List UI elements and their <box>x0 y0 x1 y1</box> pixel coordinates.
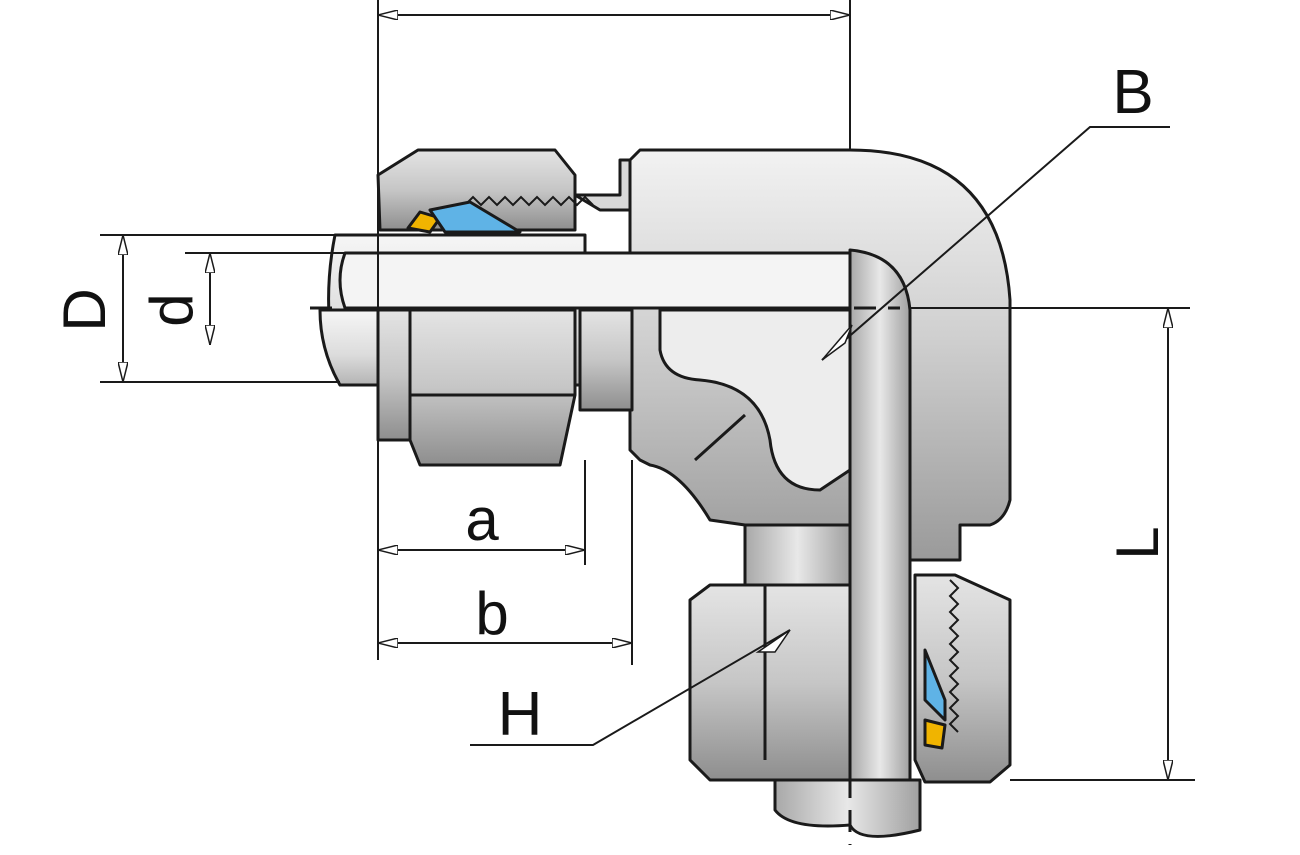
leader-H <box>470 629 791 746</box>
label-D: D <box>51 288 118 331</box>
label-L: L <box>1104 526 1171 559</box>
label-a: a <box>465 486 499 553</box>
dimension-lines <box>100 0 1195 781</box>
elbow-body <box>573 148 1012 562</box>
callout-leaders <box>470 126 1170 746</box>
center-lines <box>310 300 900 845</box>
label-d: d <box>138 293 205 326</box>
label-b: b <box>475 580 508 647</box>
leader-B <box>821 126 1170 361</box>
front-ferrule <box>428 200 522 234</box>
label-H: H <box>498 680 543 749</box>
vertical-tube <box>773 248 922 838</box>
labels: D d a b B H L <box>51 58 1171 749</box>
left-nut <box>376 148 634 467</box>
label-B: B <box>1112 58 1153 127</box>
bottom-nut <box>688 523 1012 784</box>
